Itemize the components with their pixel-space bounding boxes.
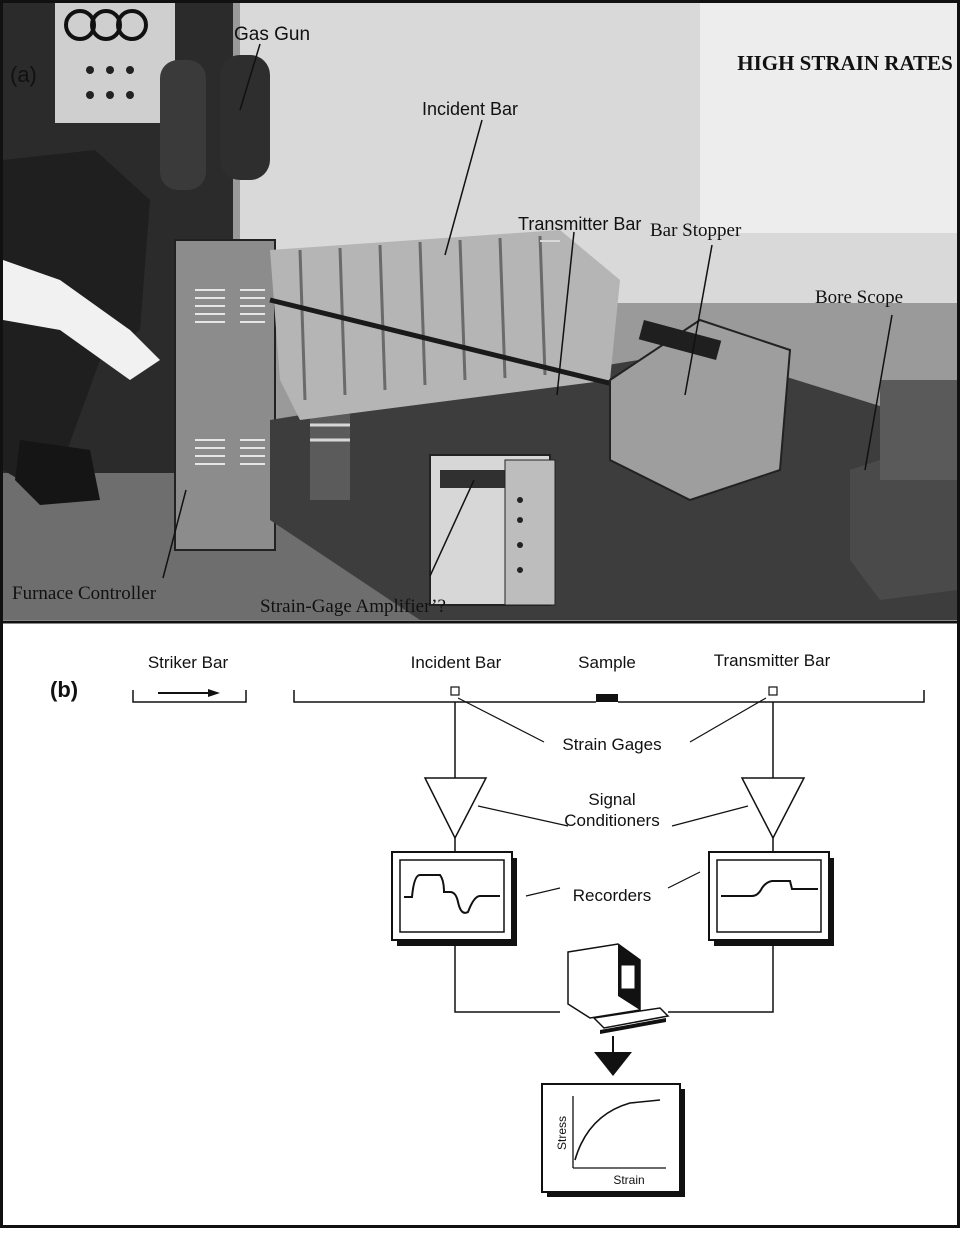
furnace-controller-cabinet [174,239,276,551]
leader-strain-gage-right [689,697,767,743]
label-transmitter-bar: Transmitter Bar [518,214,641,234]
panel-a-heading: HIGH STRAIN RATES [737,51,953,75]
leader-gas-gun [239,43,261,111]
recorder-right [708,851,834,946]
leader-amplifier [429,479,475,577]
control-panel [55,3,175,123]
waveform-transmitted [721,880,818,897]
arrow-icon [158,689,220,697]
leader-strain-gage-left [457,697,545,743]
label-strain-gages: Strain Gages [562,735,661,754]
sample-mark [596,694,618,702]
panel-a-photo [3,3,957,620]
recorder-left [391,851,517,946]
label-sample: Sample [578,653,636,672]
striker-bar [132,690,247,703]
label-conditioners: Conditioners [564,811,659,830]
label-bar-stopper: Bar Stopper [650,220,742,241]
plot-y-label: Stress [555,1116,569,1150]
label-strain-gage-amplifier: Strain-Gage Amplifier’? [260,596,446,617]
label-incident-bar: Incident Bar [422,99,518,119]
label-recorders: Recorders [573,886,651,905]
leader-signal-right [671,805,749,827]
panel-b-schematic: (b) Striker Bar Incident Bar Sample Tran… [50,651,925,1197]
leader-incident-bar [444,119,483,256]
label-striker-bar: Striker Bar [148,653,229,672]
leader-bar-stopper [684,244,713,396]
plot-x-label: Strain [613,1173,644,1187]
computer-icon [567,943,670,1034]
label-bore-scope: Bore Scope [815,287,903,308]
gas-cylinder [220,55,270,180]
signal-conditioner-right [740,777,806,840]
leader-recorder-right [667,871,701,889]
strain-gage-transmitter [768,686,778,696]
strain-gage-incident [450,686,460,696]
panel-a-letter: (a) [10,62,37,87]
bar-stopper-unit [609,318,792,502]
bar-assembly [293,690,925,703]
leader-furnace-controller [162,489,187,579]
leader-recorder-left [525,887,561,897]
leader-signal-left [477,805,569,827]
label-gas-gun: Gas Gun [234,24,310,45]
label-furnace-controller: Furnace Controller [12,583,157,604]
label-incident-bar-b: Incident Bar [411,653,502,672]
stress-strain-curve [574,1099,661,1161]
bar-supports [270,230,620,420]
leader-bore-scope [864,314,893,471]
label-signal: Signal [588,790,635,809]
label-transmitter-bar-b: Transmitter Bar [714,651,831,670]
gas-cylinder [160,60,206,190]
down-arrow-icon [594,1036,632,1076]
panel-b-letter: (b) [50,677,78,702]
stress-strain-plot: Stress Strain [541,1083,685,1197]
signal-conditioner-left [423,777,488,840]
leader-transmitter-bar [556,231,575,396]
waveform-incident [404,874,500,914]
